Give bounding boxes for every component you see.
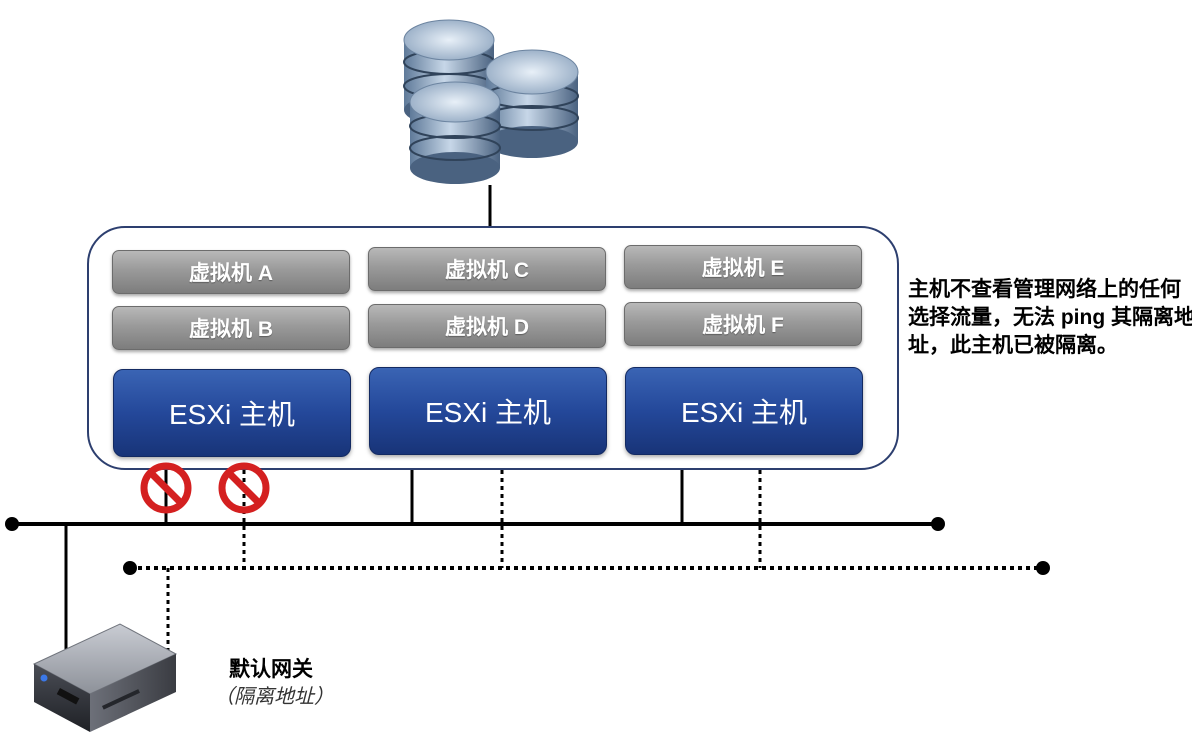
vm-f-label: 虚拟机 F bbox=[702, 314, 784, 337]
vm-d: 虚拟机 D bbox=[368, 304, 606, 348]
vm-e-label: 虚拟机 E bbox=[701, 257, 785, 280]
vm-d-label: 虚拟机 D bbox=[445, 316, 529, 339]
management-network-end-left bbox=[5, 517, 19, 531]
isolation-note: 主机不查看管理网络上的任何选择流量，无法 ping 其隔离地址，此主机已被隔离。 bbox=[908, 278, 1192, 357]
gateway-label: 默认网关 bbox=[229, 658, 313, 681]
server-icon bbox=[32, 623, 178, 732]
vm-a: 虚拟机 A bbox=[112, 250, 350, 294]
blocked-icon bbox=[218, 462, 270, 514]
vm-c: 虚拟机 C bbox=[368, 247, 606, 291]
secondary-network-end-right bbox=[1036, 561, 1050, 575]
vm-b: 虚拟机 B bbox=[112, 306, 350, 350]
vm-c-label: 虚拟机 C bbox=[445, 259, 529, 282]
esxi-host-2-label: ESXi 主机 bbox=[424, 397, 552, 428]
esxi-host-3-label: ESXi 主机 bbox=[680, 397, 808, 428]
vm-f: 虚拟机 F bbox=[624, 302, 862, 346]
esxi-host-1-label: ESXi 主机 bbox=[168, 399, 296, 430]
management-network-end-right bbox=[931, 517, 945, 531]
vm-b-label: 虚拟机 B bbox=[189, 318, 273, 341]
storage-icon bbox=[403, 19, 579, 184]
esxi-host-2: ESXi 主机 bbox=[369, 367, 607, 455]
gateway-sublabel: （隔离地址） bbox=[214, 686, 334, 708]
blocked-icon bbox=[140, 462, 192, 514]
esxi-host-3: ESXi 主机 bbox=[625, 367, 863, 455]
esxi-host-1: ESXi 主机 bbox=[113, 369, 351, 457]
secondary-network-end-left bbox=[123, 561, 137, 575]
vm-a-label: 虚拟机 A bbox=[189, 262, 273, 285]
vm-e: 虚拟机 E bbox=[624, 245, 862, 289]
